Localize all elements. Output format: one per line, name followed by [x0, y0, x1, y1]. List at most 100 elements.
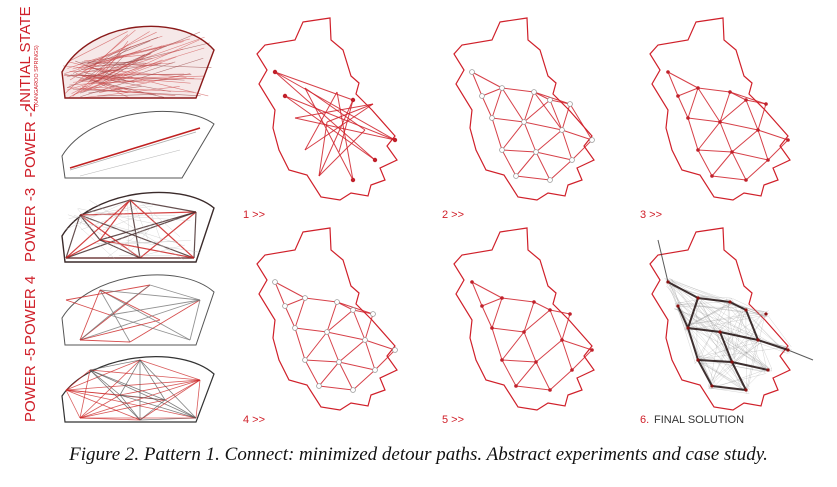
network-edge [549, 99, 571, 105]
network-edge [695, 360, 751, 390]
network-node [336, 359, 342, 365]
network-edge [561, 129, 593, 141]
network-node [514, 384, 518, 388]
network-edge [193, 211, 197, 259]
network-edge [164, 399, 197, 419]
network-edge [675, 305, 749, 393]
network-edge [83, 45, 153, 71]
network-node [696, 296, 700, 300]
network-edge [687, 327, 699, 361]
network-edge [78, 205, 153, 219]
network-edge [687, 304, 728, 328]
network-edge [669, 283, 682, 305]
network-edge [535, 361, 551, 391]
network-node [499, 85, 505, 91]
panel-label-6: 6. [640, 414, 649, 426]
network-node [282, 303, 288, 309]
network-edge [695, 357, 744, 390]
network-edge [284, 305, 296, 329]
network-edge [481, 297, 503, 307]
network-edge [304, 103, 374, 151]
network-edge [549, 309, 571, 315]
network-node [469, 69, 475, 75]
network-node [282, 93, 288, 99]
network-edge [742, 368, 766, 392]
network-edge [318, 361, 340, 387]
network-node [676, 94, 680, 98]
network-edge [677, 303, 746, 313]
network-edge [711, 151, 733, 177]
map-panel-6-final [649, 227, 814, 411]
network-node [730, 150, 734, 154]
network-edge [164, 379, 201, 401]
network-edge [561, 339, 593, 351]
network-edge [471, 71, 503, 89]
network-edge [697, 121, 721, 151]
network-edge [687, 117, 721, 123]
network-edge [99, 199, 131, 241]
network-edge [561, 313, 571, 341]
network-edge [745, 312, 747, 394]
network-edge [74, 56, 177, 95]
network-node [559, 127, 565, 133]
network-node [470, 280, 474, 284]
network-edge [515, 151, 537, 177]
network-edge [501, 149, 517, 177]
network-edge [68, 31, 128, 62]
network-edge [119, 379, 201, 396]
network-node [532, 300, 536, 304]
network-edge [708, 383, 710, 388]
network-edge [75, 60, 126, 81]
row-label-power-2: POWER -2 [22, 104, 39, 178]
network-edge [89, 369, 121, 396]
network-edge [523, 91, 535, 123]
network-edge [93, 44, 129, 76]
network-edge [318, 385, 354, 391]
network-node [730, 360, 734, 364]
network-edge [80, 213, 125, 231]
network-edge [65, 239, 101, 259]
network-edge [107, 222, 155, 258]
network-edge [676, 302, 758, 337]
network-edge [730, 365, 768, 372]
network-edge [687, 325, 771, 369]
network-edge [471, 71, 483, 97]
network-edge [767, 315, 792, 348]
network-edge [729, 91, 767, 105]
network-node [764, 102, 768, 106]
network-edge [523, 121, 563, 131]
row-label-initial-sub: (KANGAROO SPRINGS) [34, 45, 40, 107]
network-edge [145, 244, 185, 256]
network-edge [719, 121, 759, 131]
network-node [350, 177, 356, 183]
network-edge [80, 87, 152, 94]
network-edge [674, 299, 701, 304]
panel-label-1: 1 >> [243, 209, 265, 221]
network-edge [717, 307, 744, 330]
network-edge [674, 307, 731, 359]
network-node [372, 367, 378, 373]
row-label-power-3: POWER -3 [22, 188, 39, 262]
network-edge [501, 331, 525, 361]
network-edge [523, 121, 537, 153]
network-edge [65, 369, 91, 391]
network-edge [728, 343, 761, 365]
network-edge [72, 220, 115, 259]
network-node [334, 299, 340, 305]
network-edge [139, 379, 201, 421]
network-edge [561, 129, 573, 161]
network-node [756, 128, 760, 132]
network-node [392, 347, 398, 353]
network-node [548, 308, 552, 312]
network-edge [535, 129, 563, 153]
network-edge [97, 94, 156, 97]
network-edge [757, 129, 789, 141]
network-edge [352, 309, 366, 341]
network-edge [731, 297, 766, 373]
map-panel-3 [649, 17, 791, 201]
network-edge [549, 309, 563, 341]
network-edge [274, 71, 354, 101]
network-edge [745, 99, 759, 131]
network-edge [78, 31, 157, 69]
network-edge [666, 285, 729, 360]
